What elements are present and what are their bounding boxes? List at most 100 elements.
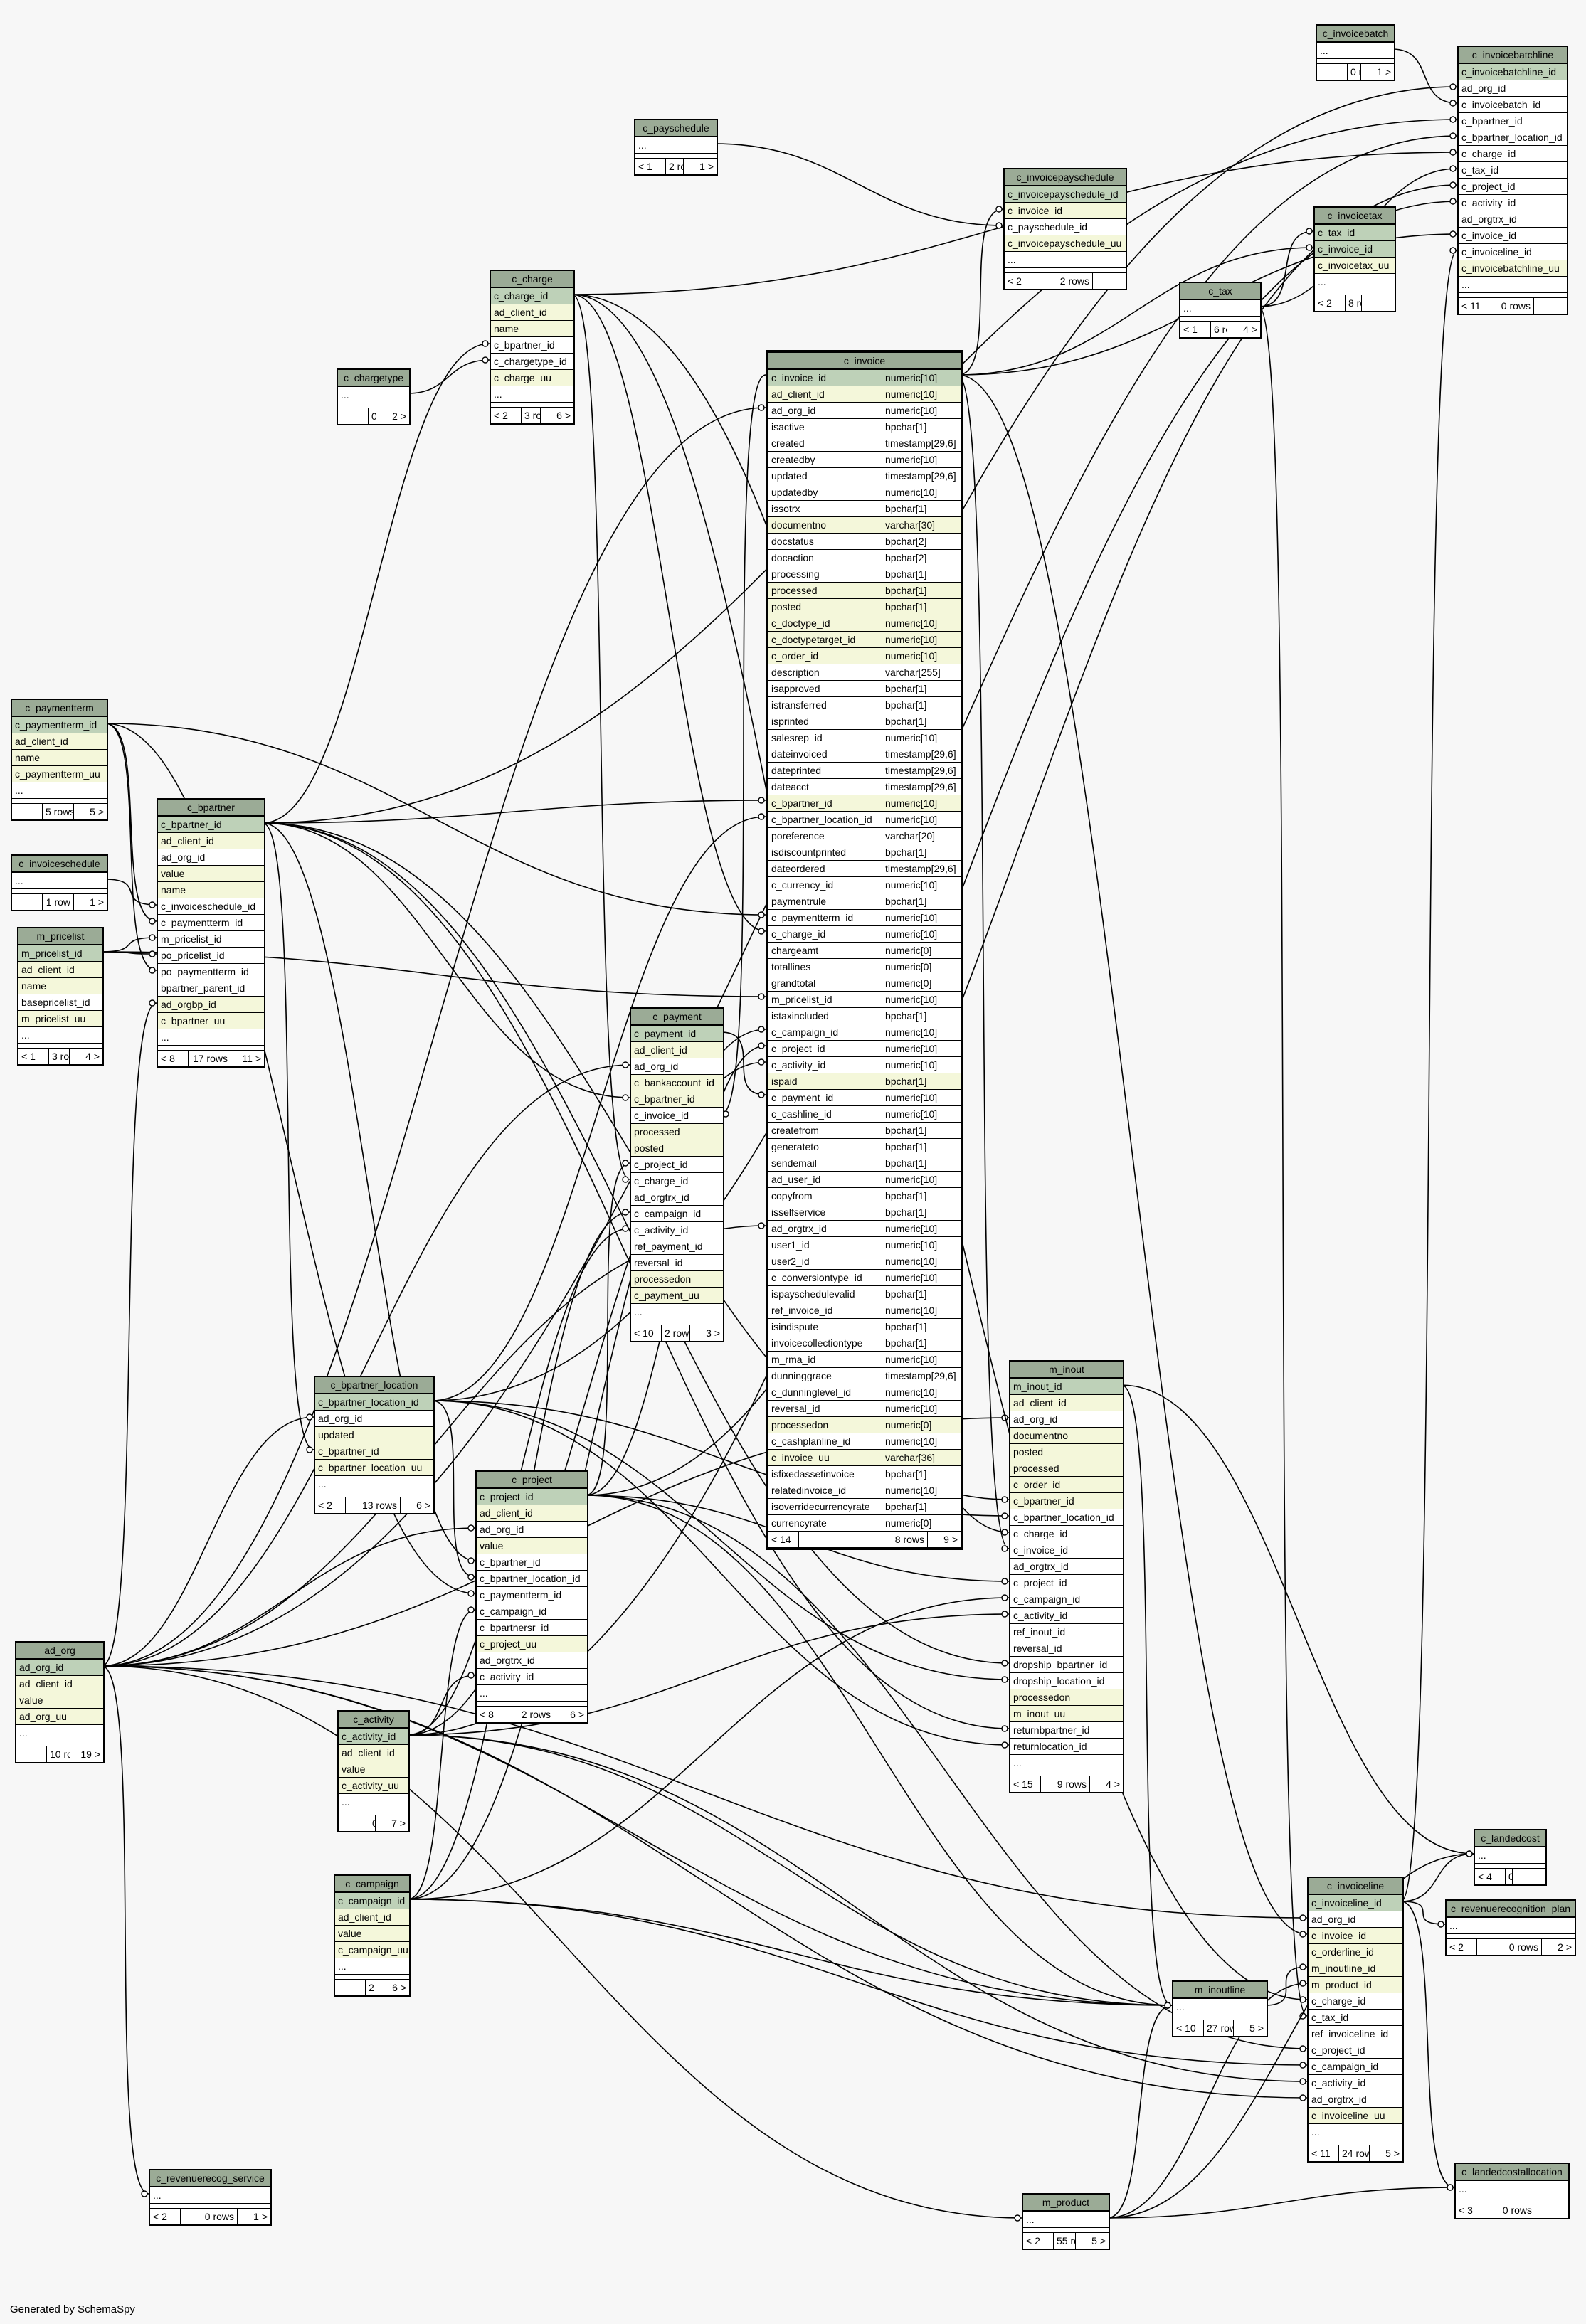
table-column-row[interactable]: c_campaign_id: [631, 1206, 723, 1222]
table-column-row[interactable]: ad_client_id: [335, 1909, 409, 1926]
table-column-row[interactable]: c_invoicebatchline_id: [1459, 64, 1567, 80]
table-column-row[interactable]: c_invoiceschedule_id: [158, 898, 264, 915]
table-column-row[interactable]: c_paymentterm_id: [158, 915, 264, 931]
table-column-row[interactable]: processedon: [1010, 1689, 1123, 1706]
table-column-row[interactable]: c_invoice_id: [1309, 1928, 1402, 1944]
children-count[interactable]: 5 >: [1249, 2022, 1264, 2034]
table-column-row[interactable]: processedon: [631, 1271, 723, 1288]
table-column-row[interactable]: c_bpartnersr_id: [477, 1620, 587, 1636]
parents-count[interactable]: < 2: [491, 408, 522, 423]
table-column-row[interactable]: c_invoicebatch_id: [1459, 97, 1567, 113]
table-column-row[interactable]: ref_inout_id: [1010, 1624, 1123, 1640]
parents-count[interactable]: [1317, 64, 1348, 80]
parents-count[interactable]: [335, 1980, 366, 1995]
table-column-row[interactable]: ad_client_id: [1010, 1395, 1123, 1411]
table-column-row[interactable]: ref_invoiceline_id: [1309, 2026, 1402, 2042]
table-column-row[interactable]: c_project_id: [631, 1157, 723, 1173]
table-column-row[interactable]: ad_org_uu: [16, 1709, 103, 1725]
table-column-row[interactable]: ...: [335, 1958, 409, 1975]
table-column-row[interactable]: documentno: [1010, 1428, 1123, 1444]
table-title[interactable]: c_invoicebatch: [1317, 26, 1394, 43]
children-count[interactable]: 5 >: [90, 806, 104, 817]
parents-count[interactable]: < 2: [150, 2209, 181, 2224]
table-column-row[interactable]: posted: [631, 1140, 723, 1157]
children-count[interactable]: 7 >: [391, 1818, 406, 1829]
parents-count[interactable]: [16, 1746, 47, 1762]
children-count[interactable]: 1 >: [90, 896, 104, 908]
table-column-row[interactable]: ...: [1309, 2124, 1402, 2140]
table-column-row[interactable]: c_bpartner_id: [631, 1091, 723, 1108]
parents-count[interactable]: < 4: [1475, 1869, 1506, 1884]
children-count[interactable]: [1513, 1869, 1545, 1884]
table-column-row[interactable]: ad_org_id: [1309, 1911, 1402, 1928]
table-column-row[interactable]: basepricelist_id: [18, 994, 102, 1011]
table-column-row[interactable]: m_inoutline_id: [1309, 1960, 1402, 1977]
table-column-row[interactable]: c_bpartner_id: [491, 337, 573, 354]
parents-count[interactable]: < 2: [1315, 295, 1346, 311]
table-column-row[interactable]: c_invoiceline_id: [1309, 1895, 1402, 1911]
table-column-row[interactable]: c_tax_id: [1315, 225, 1395, 241]
parents-count[interactable]: < 1: [18, 1049, 49, 1064]
table-column-row[interactable]: c_bankaccount_id: [631, 1075, 723, 1091]
children-count[interactable]: [1535, 2202, 1568, 2218]
parents-count[interactable]: < 10: [1173, 2020, 1204, 2036]
table-column-row[interactable]: c_invoice_id: [1005, 203, 1126, 219]
table-title[interactable]: c_bpartner_location: [315, 1377, 433, 1394]
table-column-row[interactable]: c_bpartner_location_id: [315, 1394, 433, 1411]
table-column-row[interactable]: c_activity_id: [1010, 1608, 1123, 1624]
parents-count[interactable]: [12, 894, 43, 910]
table-title[interactable]: m_product: [1023, 2195, 1109, 2212]
table-column-row[interactable]: c_invoice_id: [1010, 1542, 1123, 1559]
table-column-row[interactable]: ad_org_id: [315, 1411, 433, 1427]
table-column-row[interactable]: c_bpartner_id: [1010, 1493, 1123, 1509]
table-title[interactable]: c_activity: [339, 1712, 408, 1729]
table-title[interactable]: c_revenuerecog_service: [150, 2170, 270, 2187]
table-column-row[interactable]: value: [16, 1692, 103, 1709]
parents-count[interactable]: < 1: [635, 159, 666, 174]
children-count[interactable]: 2 >: [1558, 1941, 1572, 1953]
table-column-row[interactable]: dropship_bpartner_id: [1010, 1657, 1123, 1673]
table-column-row[interactable]: name: [158, 882, 264, 898]
table-title[interactable]: m_inoutline: [1173, 1982, 1267, 1999]
table-column-row[interactable]: ...: [491, 386, 573, 403]
table-column-row[interactable]: c_campaign_id: [477, 1603, 587, 1620]
table-column-row[interactable]: c_activity_id: [1459, 195, 1567, 211]
table-column-row[interactable]: c_tax_id: [1309, 2010, 1402, 2026]
table-column-row[interactable]: ad_client_id: [16, 1676, 103, 1692]
children-count[interactable]: 1 >: [253, 2211, 268, 2222]
table-title[interactable]: c_landedcostallocation: [1456, 2164, 1568, 2181]
